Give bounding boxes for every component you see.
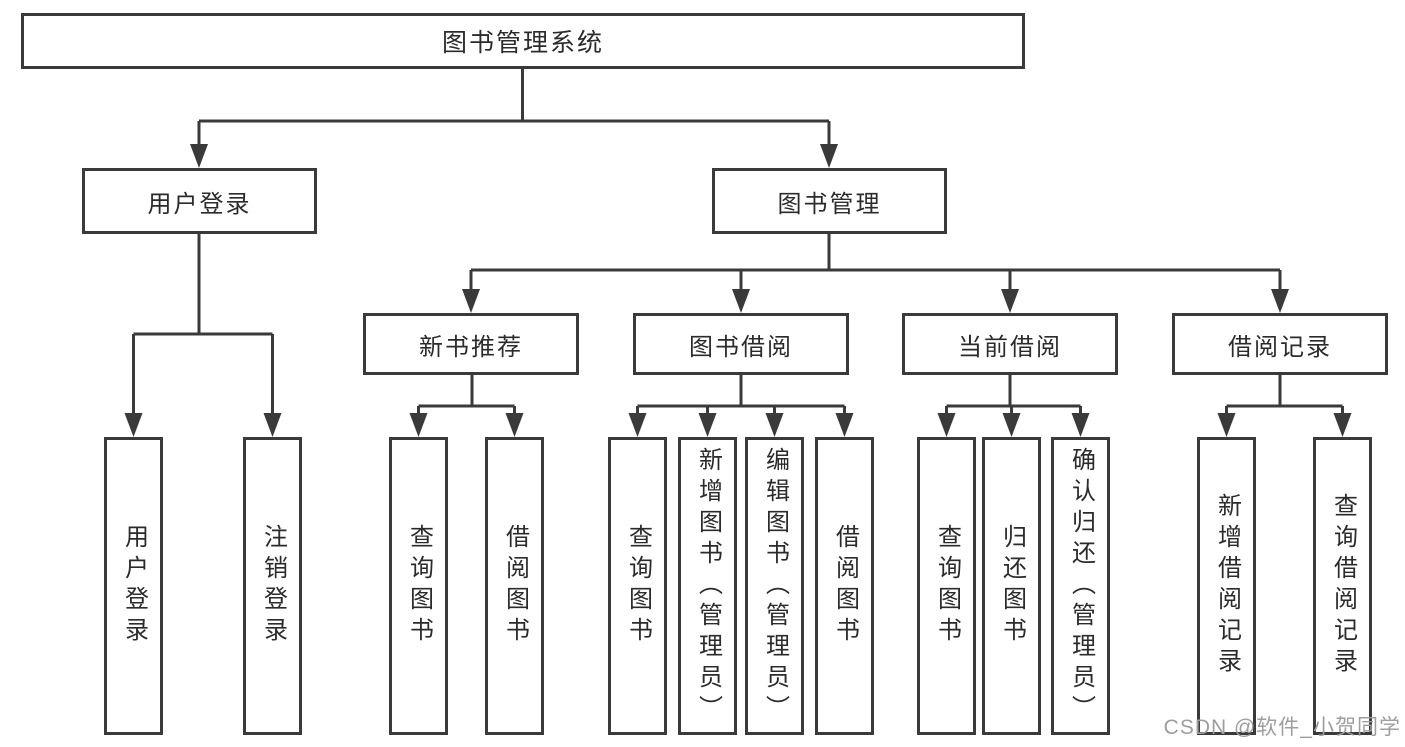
node-borrow-records: 借阅记录 [1172,313,1388,375]
leaf-borrow-query-books: 查询图书 [608,437,667,735]
node-current-borrow: 当前借阅 [902,313,1118,375]
leaf-label: 用户登录 [120,524,148,648]
leaf-label: 查询图书 [624,524,652,648]
node-user-login-group: 用户登录 [82,168,317,234]
leaf-borrow-borrow-books: 借阅图书 [815,437,874,735]
leaf-label: 归还图书 [998,524,1026,648]
leaf-records-add-record: 新增借阅记录 [1197,437,1256,735]
leaf-label: 查询图书 [933,524,961,648]
leaf-label: 查询图书 [405,524,433,648]
leaf-label: 新增借阅记录 [1213,493,1241,679]
leaf-records-query-record: 查询借阅记录 [1313,437,1372,735]
leaf-label: 确认归还（管理员） [1067,446,1095,726]
node-book-borrow: 图书借阅 [633,313,849,375]
node-new-book-recommend: 新书推荐 [363,313,579,375]
leaf-label: 借阅图书 [831,524,859,648]
leaf-current-confirm-return-admin: 确认归还（管理员） [1051,437,1110,735]
leaf-label: 新增图书（管理员） [694,446,722,726]
leaf-borrow-edit-books-admin: 编辑图书（管理员） [745,437,804,735]
node-library-management-system: 图书管理系统 [21,13,1025,69]
leaf-current-return-books: 归还图书 [982,437,1041,735]
watermark-csdn: CSDN @软件_小贺同学 [1163,716,1401,739]
leaf-recommend-query-books: 查询图书 [389,437,448,735]
leaf-current-query-books: 查询图书 [917,437,976,735]
leaf-recommend-borrow-books: 借阅图书 [485,437,544,735]
leaf-label: 借阅图书 [501,524,529,648]
leaf-user-login: 用户登录 [104,437,163,735]
node-book-management-group: 图书管理 [712,168,947,234]
leaf-logout-login: 注销登录 [243,437,302,735]
leaf-borrow-add-books-admin: 新增图书（管理员） [678,437,737,735]
leaf-label: 编辑图书（管理员） [761,446,789,726]
leaf-label: 注销登录 [259,524,287,648]
leaf-label: 查询借阅记录 [1329,493,1357,679]
